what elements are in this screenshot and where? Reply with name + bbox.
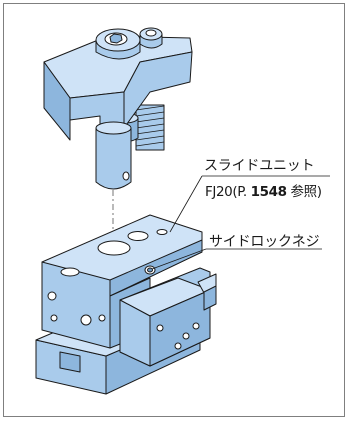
callout-slide-unit: スライドユニット [204,158,315,174]
callout-side-lock-screw: サイドロックネジ [209,234,320,250]
clamp-part [43,27,193,190]
locating-pin [95,121,132,190]
slide-unit [35,214,217,395]
socket-head-screw [95,28,141,60]
callout-leaders [151,175,330,270]
side-lock-screw [144,265,156,275]
reference-page: 1548 [250,184,287,200]
reference-prefix: FJ20(P. [205,184,251,200]
slider-carriage [119,267,217,367]
clamp-body-front [43,61,71,141]
reference-suffix: 参照) [286,184,322,200]
small-screw [139,27,163,49]
callout-reference: FJ20(P. 1548 参照) [205,180,322,200]
